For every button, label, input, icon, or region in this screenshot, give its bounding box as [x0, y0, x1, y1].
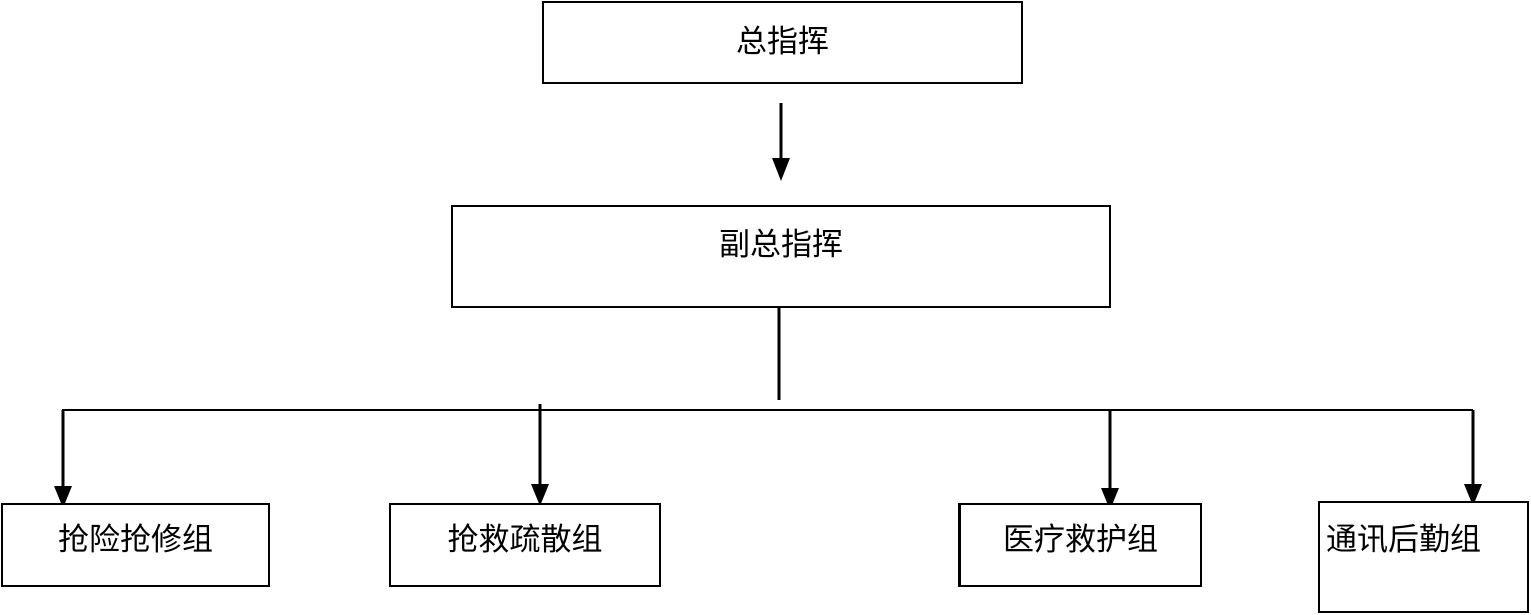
team-label-evacuation: 抢救疏散组	[447, 522, 603, 558]
arrow-to-medical-head	[1101, 488, 1119, 510]
team-box-evacuation: 抢救疏散组	[389, 503, 661, 587]
commander-box: 总指挥	[542, 1, 1023, 84]
deputy-commander-box: 副总指挥	[451, 205, 1111, 308]
team-label-repair: 抢险抢修组	[58, 522, 213, 558]
team-box-logistics: 通讯后勤组	[1318, 501, 1529, 613]
arrow-to-logistics-head	[1464, 484, 1482, 506]
arrow-to-evacuation-head	[531, 484, 549, 506]
arrow-commander-to-deputy-head	[772, 158, 790, 181]
team-box-medical: 医疗救护组	[958, 503, 1202, 587]
team-label-logistics: 通讯后勤组	[1326, 522, 1481, 558]
deputy-commander-label: 副总指挥	[719, 227, 843, 263]
team-box-repair: 抢险抢修组	[1, 503, 270, 587]
team-label-medical: 医疗救护组	[1003, 522, 1158, 558]
arrow-to-repair-head	[54, 486, 72, 508]
commander-label: 总指挥	[736, 24, 829, 60]
